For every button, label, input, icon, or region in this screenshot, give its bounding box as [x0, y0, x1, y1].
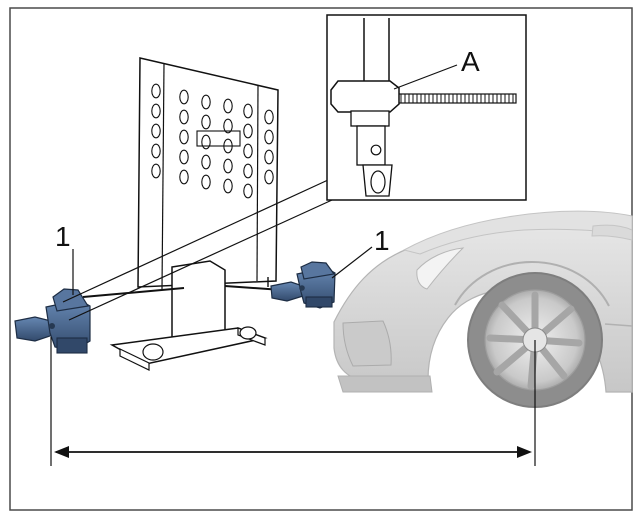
front-lip	[337, 375, 433, 393]
clamp-screw	[370, 144, 382, 156]
wheel-arch	[454, 260, 610, 307]
headlight	[416, 247, 465, 290]
left-sensor	[14, 288, 91, 354]
right-sensor	[270, 261, 336, 309]
right-callout-label: 1	[374, 225, 390, 256]
target-board	[137, 57, 279, 288]
target-dots	[151, 83, 274, 199]
left-callout-label: 1	[55, 221, 71, 252]
right-callout-line	[331, 246, 373, 279]
callout-a-line	[393, 64, 458, 90]
right-sensor-lens	[299, 285, 305, 291]
right-arrowhead	[517, 446, 532, 458]
side-line	[604, 323, 633, 327]
inset-leader-top	[62, 179, 329, 303]
center-marker	[196, 130, 241, 147]
detail-inset: A	[326, 14, 527, 201]
inset-leader-bottom	[68, 194, 344, 321]
left-arrowhead	[54, 446, 69, 458]
windshield-base	[591, 224, 633, 241]
left-sensor-lens	[49, 323, 55, 329]
clamp-body	[330, 80, 400, 113]
distance-dimension	[50, 337, 536, 466]
left-mount-bar	[82, 287, 185, 298]
caster-wheel-left	[142, 343, 164, 361]
caster-wheel-right	[239, 326, 257, 340]
callout-a-label: A	[461, 46, 480, 77]
calibration-stand	[82, 57, 297, 371]
stand-column	[171, 260, 226, 345]
front-air-intake	[342, 320, 392, 367]
